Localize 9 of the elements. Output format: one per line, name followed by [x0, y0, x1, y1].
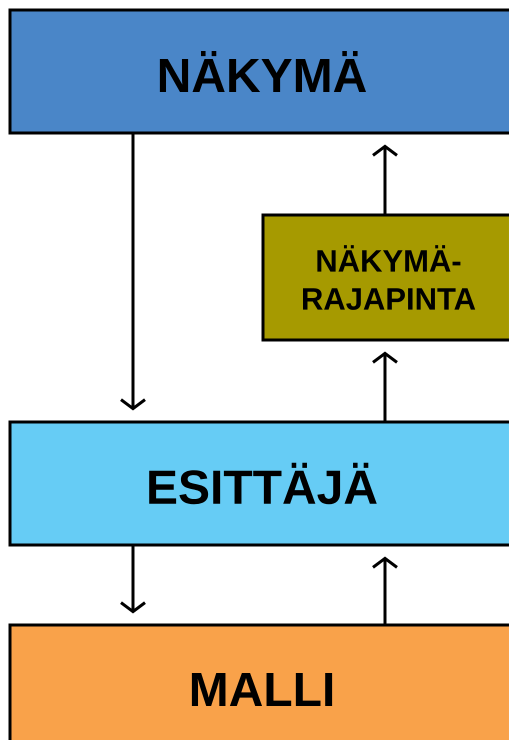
label-box: NÄKYMÄ-RAJAPINTA	[262, 214, 509, 342]
label-box: NÄKYMÄ	[8, 8, 509, 134]
arrow	[120, 134, 146, 410]
label-box: ESITTÄJÄ	[8, 420, 509, 546]
arrow	[372, 352, 398, 420]
label-box: MALLI	[8, 624, 509, 740]
arrow	[372, 144, 398, 214]
arrow	[120, 546, 146, 614]
arrow	[372, 556, 398, 624]
